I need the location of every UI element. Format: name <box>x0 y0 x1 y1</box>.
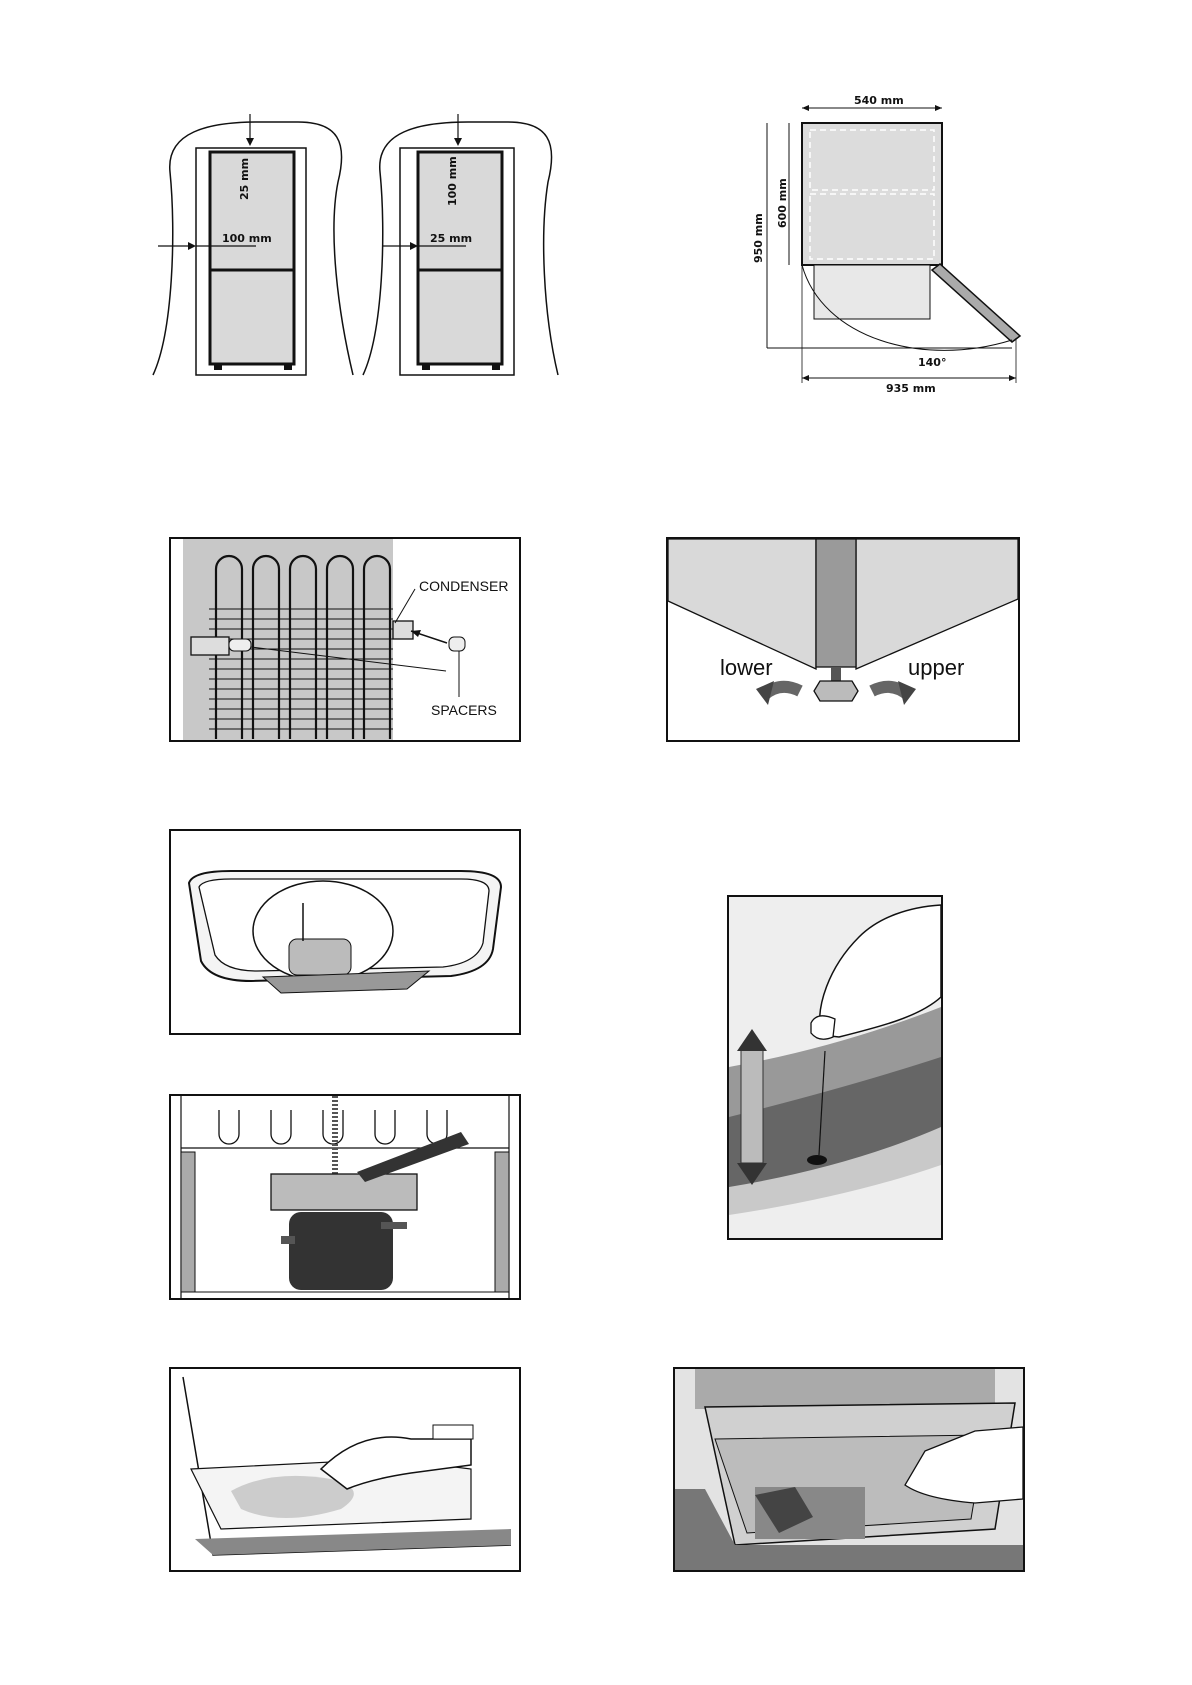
crisper-drawer-figure <box>673 1367 1025 1572</box>
condenser-spacers-figure: CONDENSER SPACERS <box>169 537 521 742</box>
depth-label: 600 mm <box>776 178 789 228</box>
angle-label: 140° <box>918 356 946 369</box>
drain-hole-figure <box>727 895 943 1240</box>
left-top-gap-label: 25 mm <box>238 158 251 200</box>
cleaning-shelf-figure <box>169 1367 521 1572</box>
condenser-label: CONDENSER <box>419 578 508 594</box>
spacers-label: SPACERS <box>431 702 497 718</box>
width-label: 540 mm <box>854 94 904 107</box>
lower-label: lower <box>720 655 773 680</box>
right-top-gap-label: 100 mm <box>446 156 459 206</box>
clearance-diagram: 25 mm 100 mm 100 mm 25 mm <box>148 112 560 382</box>
adjustable-feet-figure: lower upper <box>666 537 1020 742</box>
open-depth-label: 950 mm <box>752 213 765 263</box>
dimensions-diagram: 540 mm 600 mm 950 mm 140° 935 mm <box>742 88 1022 408</box>
left-side-gap-label: 100 mm <box>222 232 272 245</box>
lamp-cover-figure <box>169 829 521 1035</box>
compressor-tray-figure <box>169 1094 521 1300</box>
upper-label: upper <box>908 655 964 680</box>
right-side-gap-label: 25 mm <box>430 232 472 245</box>
open-width-label: 935 mm <box>886 382 936 395</box>
